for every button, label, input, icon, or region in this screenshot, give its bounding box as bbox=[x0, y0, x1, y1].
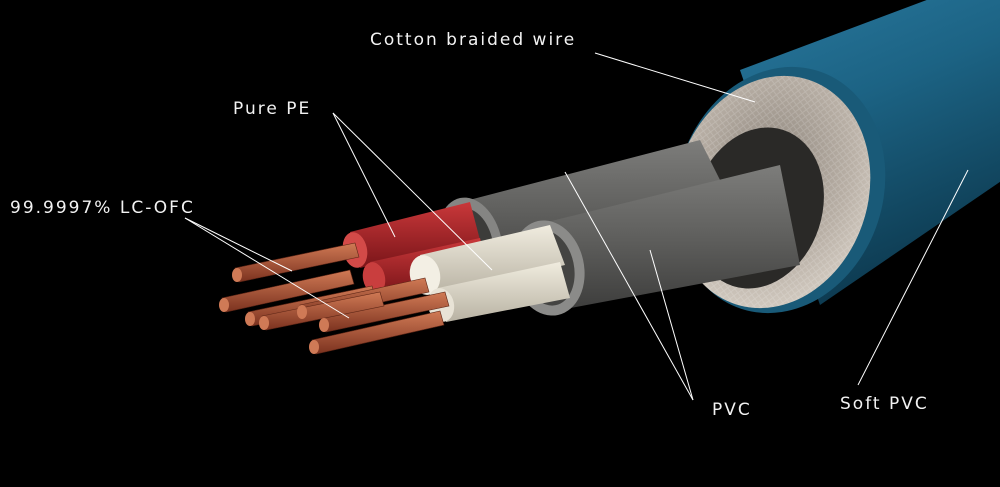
leader-lines bbox=[184, 52, 969, 401]
leader-pure-pe-1 bbox=[332, 112, 396, 238]
leader-pure-pe-2 bbox=[332, 112, 493, 271]
pvc-jacket-lower bbox=[535, 165, 800, 310]
lc-ofc-copper-strands bbox=[221, 242, 450, 355]
leader-pvc-1 bbox=[564, 171, 694, 401]
lc-ofc-copper-ends bbox=[219, 268, 329, 354]
label-lc-ofc: 99.9997% LC-OFC bbox=[10, 198, 195, 218]
label-pvc: PVC bbox=[712, 400, 752, 420]
leader-ofc-2 bbox=[184, 217, 350, 319]
label-cotton-braided-wire: Cotton braided wire bbox=[370, 30, 577, 50]
leader-cotton bbox=[594, 52, 756, 103]
leader-soft-pvc bbox=[857, 169, 969, 386]
leader-ofc-1 bbox=[184, 217, 293, 272]
leader-pvc-2 bbox=[649, 249, 694, 401]
label-pure-pe: Pure PE bbox=[233, 99, 312, 119]
label-soft-pvc: Soft PVC bbox=[840, 394, 929, 414]
